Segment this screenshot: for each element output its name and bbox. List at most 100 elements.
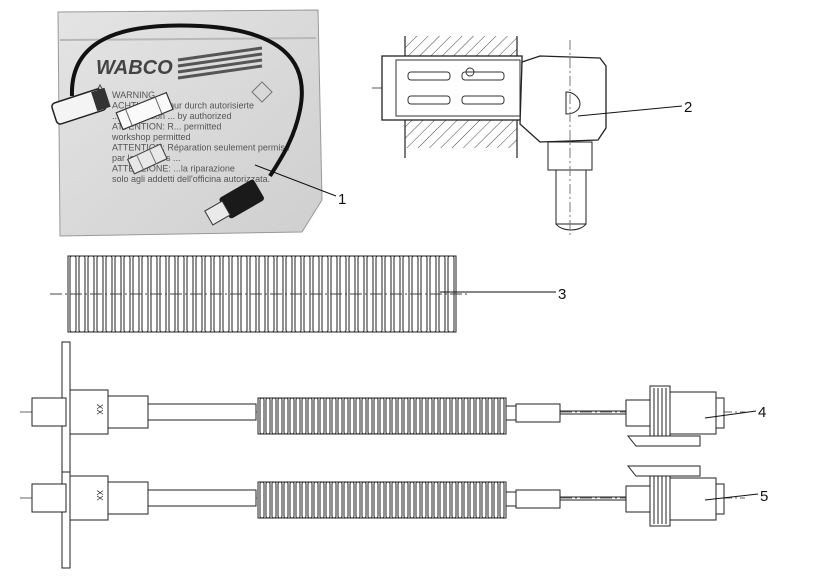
sensor-cable — [69, 23, 304, 178]
callout-3: 3 — [558, 286, 566, 303]
rib — [475, 397, 481, 435]
rib — [463, 481, 469, 519]
rib — [277, 397, 283, 435]
rib — [403, 397, 409, 435]
cable-connector — [204, 179, 264, 226]
rib — [313, 481, 319, 519]
rib — [379, 397, 385, 435]
rib — [379, 481, 385, 519]
rib — [277, 481, 283, 519]
clamping-sleeve-b — [126, 143, 168, 175]
rib — [343, 481, 349, 519]
rib — [367, 397, 373, 435]
rib — [487, 397, 493, 435]
warning-text-line: workshop permitted — [111, 132, 191, 142]
rib — [325, 397, 331, 435]
cable-assembly-5: XX — [20, 465, 745, 569]
rib — [385, 397, 391, 435]
warning-text-line: ... Installation ... by authorized — [112, 111, 232, 121]
corrugated-sleeve — [50, 255, 470, 333]
warning-text-line: ATTENTION: Réparation seulement permise — [112, 143, 290, 153]
rib — [307, 397, 313, 435]
rib — [439, 481, 445, 519]
brand-logo: WABCO — [96, 57, 173, 79]
rib — [313, 397, 319, 435]
warning-text-line: solo agli addetti dell'officina autorizz… — [112, 174, 270, 184]
rib — [439, 397, 445, 435]
rib — [319, 397, 325, 435]
rib — [457, 397, 463, 435]
rib — [493, 481, 499, 519]
rib — [283, 397, 289, 435]
brand-stripes-icon — [177, 46, 263, 80]
rib — [271, 481, 277, 519]
rib — [391, 481, 397, 519]
rib — [355, 397, 361, 435]
warning-text-line: ATTENTION: R... permitted — [112, 122, 221, 132]
callout-2: 2 — [684, 99, 692, 116]
rib — [331, 481, 337, 519]
rib — [409, 397, 415, 435]
rib — [481, 397, 487, 435]
rib — [487, 481, 493, 519]
rib — [349, 397, 355, 435]
rib — [289, 397, 295, 435]
rib — [445, 481, 451, 519]
rib — [271, 397, 277, 435]
rib — [397, 397, 403, 435]
rib — [289, 481, 295, 519]
rib — [301, 397, 307, 435]
rib — [457, 481, 463, 519]
rib — [361, 481, 367, 519]
rib — [385, 481, 391, 519]
rib — [337, 481, 343, 519]
rib — [415, 481, 421, 519]
rib — [283, 481, 289, 519]
rib — [469, 397, 475, 435]
cable-marking-5: XX — [95, 490, 104, 501]
rib — [433, 397, 439, 435]
warning-text-line: ATTENZIONE: ...la riparazione — [112, 164, 235, 174]
rib — [367, 481, 373, 519]
leader-line-5 — [704, 493, 759, 501]
rib — [373, 481, 379, 519]
warning-text-line: WARNING — [112, 90, 155, 100]
rib — [427, 481, 433, 519]
rib — [361, 397, 367, 435]
rib — [421, 397, 427, 435]
rib — [493, 397, 499, 435]
rib — [355, 481, 361, 519]
recycle-mark-icon — [251, 81, 273, 103]
rib — [319, 481, 325, 519]
rib — [445, 397, 451, 435]
rib — [343, 397, 349, 435]
rib — [499, 481, 505, 519]
rib — [349, 481, 355, 519]
rib — [325, 481, 331, 519]
rib — [391, 397, 397, 435]
rib — [265, 481, 271, 519]
rib — [397, 481, 403, 519]
cable-assembly-4: XX — [20, 341, 745, 483]
rib — [301, 481, 307, 519]
leader-line-2 — [577, 105, 683, 117]
rib — [331, 397, 337, 435]
rib — [451, 481, 457, 519]
sensor-section-view — [372, 36, 607, 236]
rib — [259, 397, 265, 435]
rib — [481, 481, 487, 519]
sensor-head — [51, 87, 111, 125]
rib — [373, 397, 379, 435]
clamping-sleeve-a — [115, 91, 174, 131]
callout-1: 1 — [338, 191, 346, 208]
rib — [451, 397, 457, 435]
leader-line-4 — [704, 410, 757, 419]
rib — [433, 481, 439, 519]
rib — [307, 481, 313, 519]
rib — [337, 397, 343, 435]
rib — [427, 397, 433, 435]
rib — [475, 481, 481, 519]
rib — [415, 397, 421, 435]
